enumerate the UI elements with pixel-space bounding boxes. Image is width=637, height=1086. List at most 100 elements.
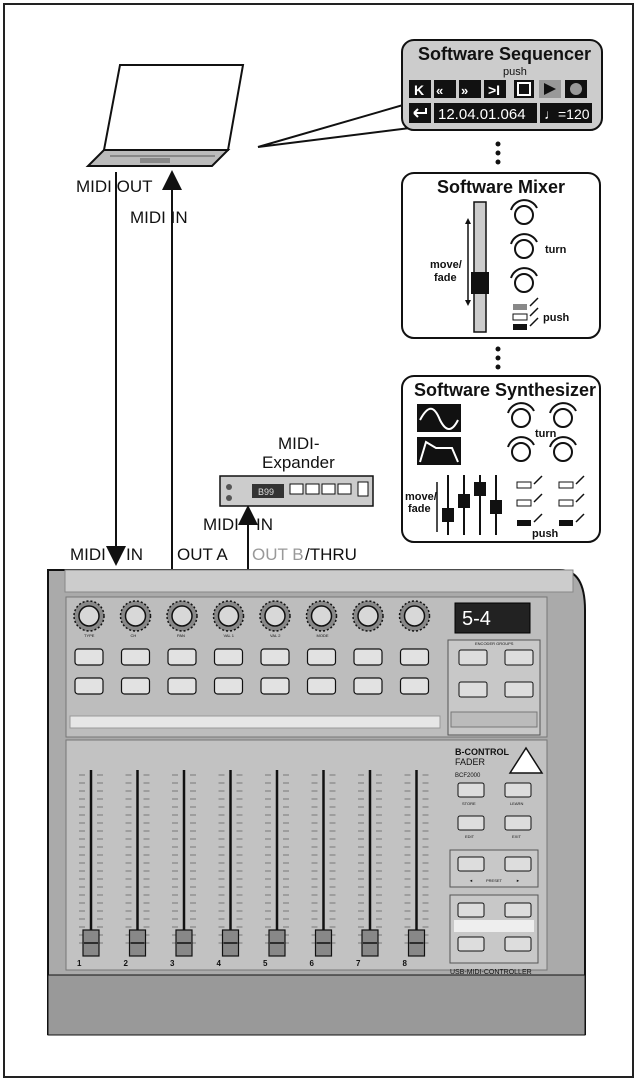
mixer-fade-label: fade bbox=[434, 272, 457, 284]
group-button-2[interactable] bbox=[504, 649, 534, 666]
controller-in-label: IN bbox=[126, 545, 143, 564]
out-a-label: OUT A bbox=[177, 545, 228, 564]
thru-label: /THRU bbox=[305, 545, 357, 564]
channel-number-label: 2 bbox=[124, 959, 129, 968]
channel-fader[interactable] bbox=[311, 770, 336, 957]
svg-text:»: » bbox=[461, 83, 468, 98]
channel-button-row-2[interactable] bbox=[260, 677, 290, 695]
fast-forward-icon bbox=[459, 80, 481, 98]
dotted-connector-2 bbox=[495, 346, 501, 370]
channel-button-row-1[interactable] bbox=[353, 648, 383, 666]
encoder-knob-icon[interactable] bbox=[352, 600, 384, 632]
expander-display-value: B99 bbox=[258, 487, 274, 497]
channel-button-row-2[interactable] bbox=[399, 677, 430, 695]
channel-button-row-1[interactable] bbox=[306, 648, 337, 666]
channel-button-row-2[interactable] bbox=[213, 677, 244, 695]
channel-button-row-1[interactable] bbox=[399, 648, 430, 666]
skip-end-icon bbox=[484, 80, 506, 98]
svg-text:«: « bbox=[436, 83, 443, 98]
lower-button-4[interactable] bbox=[504, 936, 532, 952]
group-button-1[interactable] bbox=[458, 649, 488, 666]
laptop-midi-in-label: MIDI IN bbox=[130, 208, 188, 227]
sequencer-title: Software Sequencer bbox=[418, 44, 591, 64]
tempo-value: ♩=120 bbox=[544, 106, 590, 122]
fast-rewind-icon bbox=[434, 80, 456, 98]
behringer-logo-icon bbox=[508, 746, 544, 774]
mixer-turn-label: turn bbox=[545, 244, 567, 256]
channel-number-label: 8 bbox=[403, 959, 408, 968]
preset-label: PRESET bbox=[486, 878, 503, 883]
lower-button-2[interactable] bbox=[504, 902, 532, 918]
synth-fade-label: fade bbox=[408, 503, 431, 515]
channel-button-row-1[interactable] bbox=[213, 648, 244, 666]
midi-expander-device: B99 bbox=[219, 475, 374, 507]
channel-button-rows bbox=[69, 648, 441, 729]
synth-faders bbox=[442, 475, 502, 535]
mixer-fader-track bbox=[473, 201, 487, 333]
channel-button-row-2[interactable] bbox=[306, 677, 337, 695]
model-label: BCF2000 bbox=[455, 773, 481, 779]
svg-text:>I: >I bbox=[488, 82, 500, 98]
encoder-knob-icon[interactable] bbox=[166, 600, 198, 632]
synth-turn-label: turn bbox=[535, 428, 557, 440]
edit-button[interactable] bbox=[457, 815, 485, 831]
channel-number-label: 1 bbox=[77, 959, 82, 968]
encoder-knob-icon[interactable] bbox=[398, 600, 431, 632]
channel-number-label: 3 bbox=[170, 959, 175, 968]
channel-number-label: 4 bbox=[217, 959, 222, 968]
channel-button-row-1[interactable] bbox=[74, 648, 104, 666]
encoder-knob-icon[interactable] bbox=[73, 600, 105, 632]
channel-number-label: 7 bbox=[356, 959, 361, 968]
software-synth-panel: Software Synthesizer turn move/ fade bbox=[401, 375, 601, 543]
encoder-knob-icon[interactable] bbox=[212, 600, 245, 632]
encoder-label: MODE bbox=[317, 633, 329, 638]
channel-button-row-2[interactable] bbox=[353, 677, 383, 695]
time-display bbox=[434, 103, 537, 123]
brand-label-1: B-CONTROL bbox=[455, 747, 509, 757]
encoder-label: TYPE bbox=[84, 633, 95, 638]
learn-label: LEARN bbox=[510, 801, 523, 806]
preset-right-button[interactable] bbox=[504, 856, 532, 872]
channel-button-row-1[interactable] bbox=[260, 648, 290, 666]
encoder-label: CH bbox=[131, 633, 137, 638]
channel-fader[interactable] bbox=[125, 770, 150, 957]
synth-title: Software Synthesizer bbox=[414, 380, 596, 400]
preset-left-button[interactable] bbox=[457, 856, 485, 872]
channel-fader[interactable] bbox=[172, 770, 196, 957]
exit-button[interactable] bbox=[504, 815, 532, 831]
channel-button-row-1[interactable] bbox=[120, 648, 151, 666]
channel-fader[interactable] bbox=[79, 770, 103, 957]
mixer-move-label: move/ bbox=[430, 259, 462, 271]
mixer-title: Software Mixer bbox=[437, 177, 565, 197]
channel-button-row-2[interactable] bbox=[74, 677, 104, 695]
encoder-knob-icon[interactable] bbox=[259, 600, 291, 632]
channel-button-row-2[interactable] bbox=[167, 677, 197, 695]
rewind-start-icon bbox=[409, 80, 431, 98]
store-button[interactable] bbox=[457, 782, 485, 798]
encoder-knob-icon[interactable] bbox=[119, 600, 152, 632]
learn-button[interactable] bbox=[504, 782, 532, 798]
encoder-knob-icon[interactable] bbox=[305, 600, 338, 632]
expander-display bbox=[252, 484, 284, 498]
encoder-label: PAN bbox=[177, 633, 185, 638]
expander-in-label: IN bbox=[256, 515, 273, 534]
encoder-groups-label: ENCODER GROUPS bbox=[475, 641, 514, 646]
channel-button-row-2[interactable] bbox=[120, 677, 151, 695]
mixer-knob-icon bbox=[510, 199, 538, 293]
synth-push-label: push bbox=[532, 528, 559, 540]
channel-fader[interactable] bbox=[265, 770, 289, 957]
exit-label: EXIT bbox=[512, 834, 521, 839]
channel-button-row-1[interactable] bbox=[167, 648, 197, 666]
group-button-3[interactable] bbox=[458, 681, 488, 698]
group-button-4[interactable] bbox=[504, 681, 534, 698]
channel-fader[interactable] bbox=[218, 770, 243, 957]
time-value: 12.04.01.064 bbox=[438, 106, 526, 123]
lower-button-3[interactable] bbox=[457, 936, 485, 952]
controller-midi-label: MIDI bbox=[70, 545, 106, 564]
edit-label: EDIT bbox=[465, 834, 475, 839]
channel-fader[interactable] bbox=[358, 770, 382, 957]
channel-fader[interactable] bbox=[404, 770, 429, 957]
mixer-push-label: push bbox=[543, 312, 570, 324]
encoder-label: VAL 2 bbox=[270, 633, 281, 638]
lower-button-1[interactable] bbox=[457, 902, 485, 918]
